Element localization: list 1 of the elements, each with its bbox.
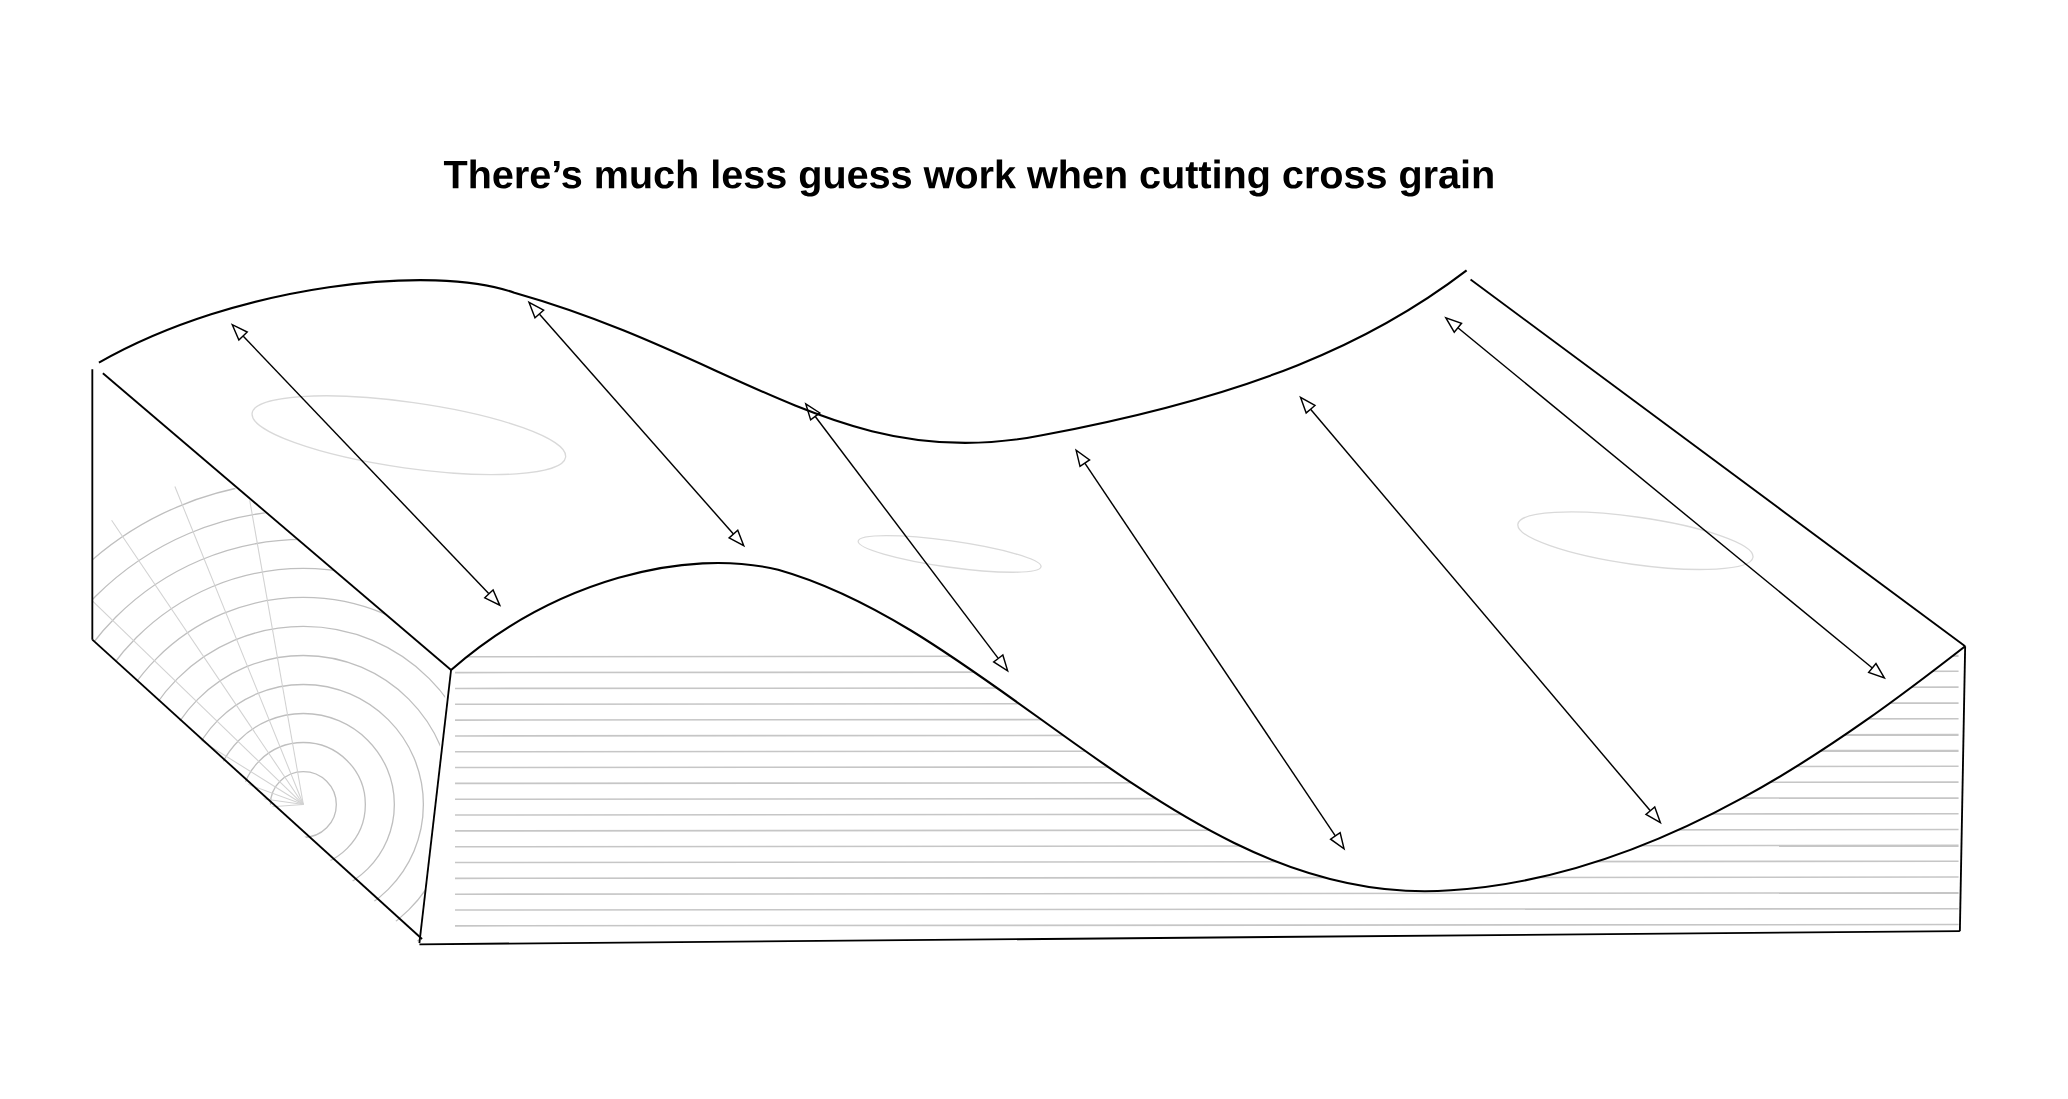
title: There’s much less guess work when cutting cross grain xyxy=(443,159,1493,197)
